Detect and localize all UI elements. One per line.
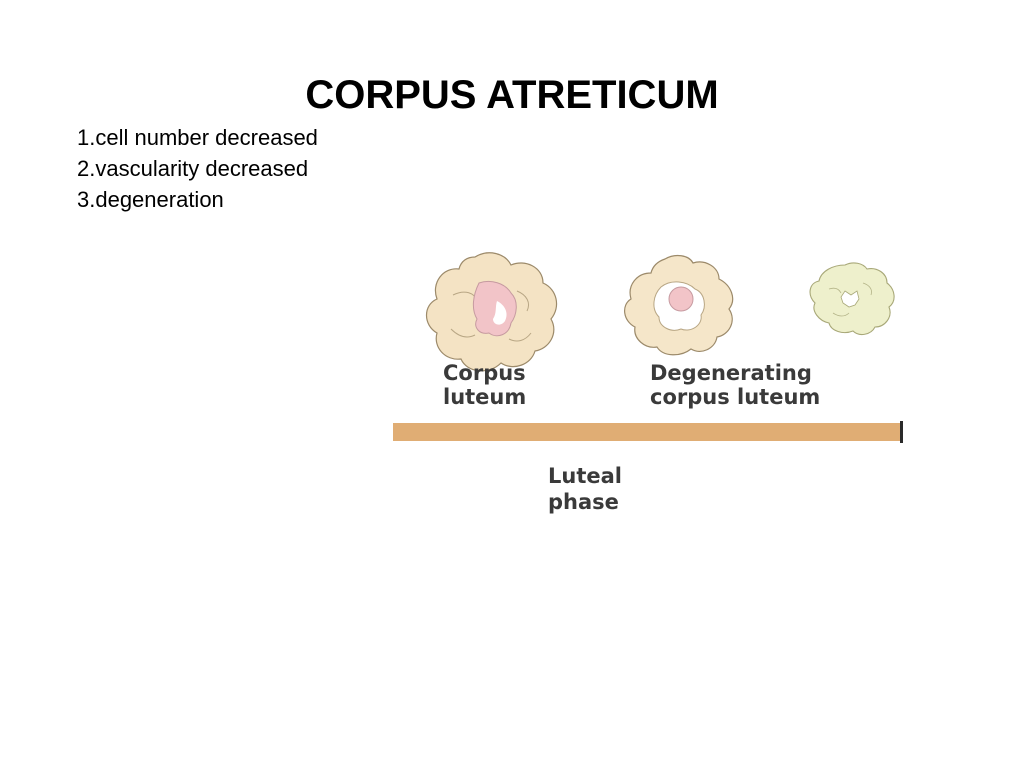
degenerating-corpus-luteum-illustration (624, 254, 734, 356)
bullet-item: 1.cell number decreased (77, 125, 318, 150)
albicans-fold (832, 312, 850, 317)
degenerating-core (668, 286, 694, 312)
corpus-luteum-fold (450, 328, 476, 338)
bullet-item: 2.vascularity decreased (77, 156, 309, 181)
corpus-luteum-fold (516, 290, 530, 312)
corpus-luteum-core (472, 280, 517, 337)
luteal-phase-bar (393, 423, 901, 441)
luteal-phase-bar-end (900, 421, 903, 443)
bullet-item: 3.degeneration (77, 187, 224, 212)
albicans-fold (862, 282, 872, 296)
albicans-fold (828, 287, 842, 294)
corpus-luteum-cavity (493, 301, 507, 325)
corpus-luteum-fold (508, 332, 532, 342)
stage-label-degenerating-line1: Degenerating (650, 361, 812, 385)
luteal-phase-figure: Corpus luteum Degenerating corpus luteum… (393, 243, 913, 523)
stage-label-corpus-luteum-line1: Corpus (443, 361, 526, 385)
corpus-albicans-illustration (809, 262, 895, 336)
phase-label-line2: phase (548, 490, 619, 514)
phase-label-line1: Luteal (548, 464, 622, 488)
stage-label-degenerating-line2: corpus luteum (650, 385, 820, 409)
bullet-list: 1.cell number decreased 2.vascularity de… (77, 122, 318, 215)
albicans-center (840, 290, 860, 308)
stage-label-corpus-luteum-line2: luteum (443, 385, 526, 409)
corpus-luteum-illustration (425, 252, 558, 372)
slide-title: CORPUS ATRETICUM (305, 73, 719, 117)
luteal-phase-diagram: Corpus luteum Degenerating corpus luteum… (393, 252, 903, 514)
